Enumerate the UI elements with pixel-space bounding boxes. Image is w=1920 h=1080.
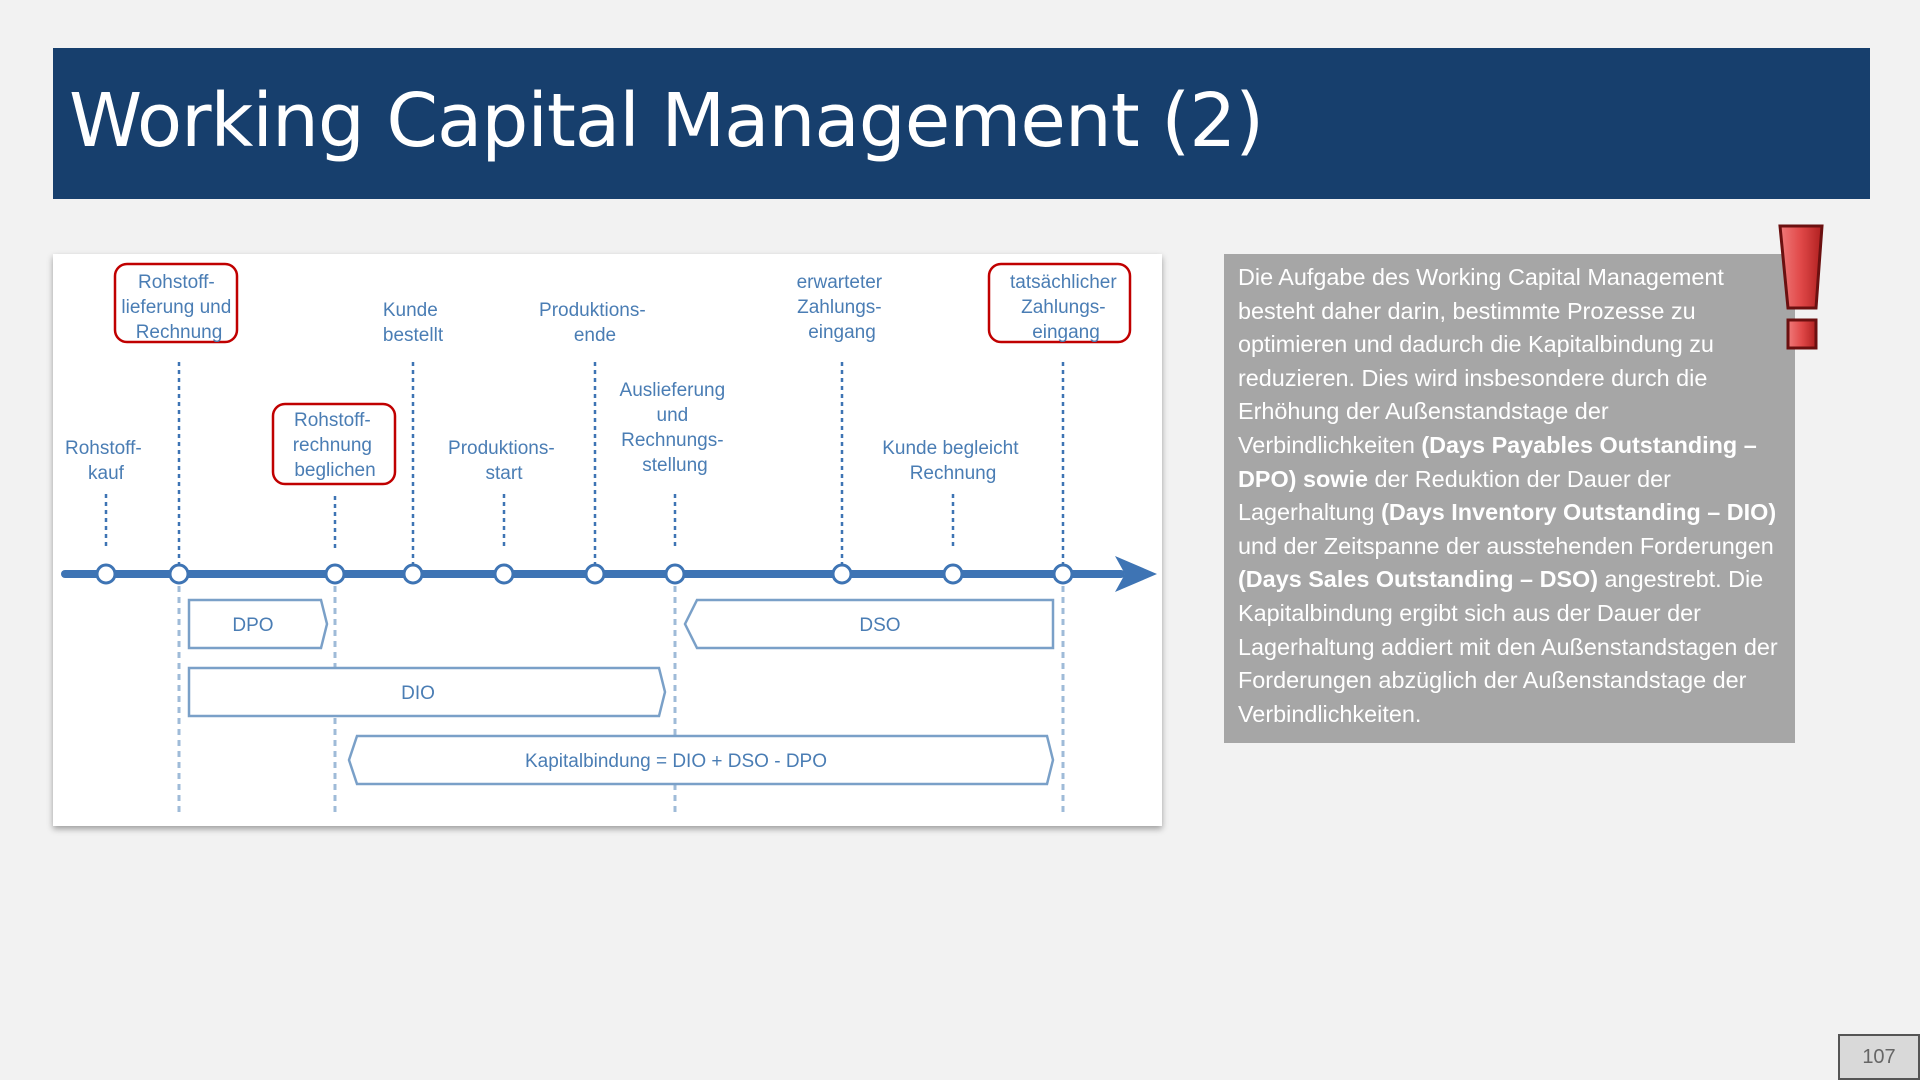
upper-connectors [177, 362, 1065, 564]
label-rohstoffrechnung-beglichen: Rohstoff- rechnung beglichen [293, 410, 378, 481]
label-rohstoffkauf: Rohstoff- kauf [65, 438, 147, 484]
info-bold-dpo: (Days Payables Outstanding – DPO) sowie [1238, 431, 1757, 492]
info-bold-dso: (Days Sales Outstanding – DSO) [1238, 566, 1599, 593]
node-rohstoffrechnung-beglichen [324, 563, 346, 585]
node-produktionsende [584, 563, 606, 585]
node-produktionsstart [493, 563, 515, 585]
highlight-rohstofflieferung [113, 262, 239, 344]
info-text-3: und der Zeitspanne der ausstehenden Ford… [1238, 532, 1774, 559]
node-erwarteter-zahlungseingang [831, 563, 853, 585]
node-kunde-bestellt [402, 563, 424, 585]
period-boxes [187, 598, 1055, 786]
node-auslieferung [664, 563, 686, 585]
info-text-2: der Reduktion der Dauer der Lagerhaltung [1238, 465, 1671, 526]
highlight-frames [113, 262, 1132, 486]
lower-connectors [104, 494, 955, 549]
exclamation-icon [1776, 222, 1828, 359]
info-text-box: Die Aufgabe des Working Capital Manageme… [1224, 254, 1795, 743]
timeline-nodes [95, 563, 1074, 585]
info-text-4: angestrebt. Die Kapitalbindung ergibt si… [1238, 566, 1778, 727]
info-bold-dio: (Days Inventory Outstanding – DIO) [1381, 499, 1777, 526]
period-box-kapitalbindung [347, 734, 1055, 786]
node-rohstoffkauf [95, 563, 117, 585]
label-rohstofflieferung: Rohstoff- lieferung und Rechnung [121, 272, 236, 343]
page-number: 107 [1838, 1034, 1920, 1080]
title-bar: Working Capital Management (2) [53, 48, 1870, 199]
label-produktionsende: Produktions- ende [539, 300, 651, 346]
period-box-dio [187, 666, 667, 718]
period-label-dpo: DPO [232, 615, 273, 636]
period-label-dio: DIO [401, 683, 435, 704]
period-box-dso [683, 598, 1055, 650]
timeline-arrow-head [1115, 556, 1157, 592]
label-kunde-begleicht: Kunde begleicht Rechnung [882, 438, 1024, 484]
label-produktionsstart: Produktions- start [448, 438, 560, 484]
timeline-svg: Rohstoff- lieferung und Rechnung Kunde b… [61, 262, 1157, 816]
cash-cycle-diagram: Rohstoff- lieferung und Rechnung Kunde b… [53, 254, 1162, 826]
period-label-kapitalbindung: Kapitalbindung = DIO + DSO - DPO [525, 751, 827, 772]
node-rohstofflieferung [168, 563, 190, 585]
info-text-1: Die Aufgabe des Working Capital Manageme… [1238, 264, 1724, 458]
node-tatsaechlicher-zahlungseingang [1052, 563, 1074, 585]
label-kunde-bestellt: Kunde bestellt [383, 300, 444, 346]
period-label-dso: DSO [859, 615, 900, 636]
period-box-dpo [187, 598, 329, 650]
page-title: Working Capital Management (2) [69, 78, 1264, 164]
label-erwarteter-zahlungseingang: erwarteter Zahlungs- eingang [797, 272, 888, 343]
label-auslieferung: Auslieferung und Rechnungs- stellung [620, 380, 731, 476]
highlight-rohstoffrechnung-beglichen [271, 402, 397, 486]
node-kunde-begleicht [942, 563, 964, 585]
label-tatsaechlicher-zahlungseingang: tatsächlicher Zahlungs- eingang [1010, 272, 1122, 343]
highlight-tatsaechlicher-zahlungseingang [987, 262, 1132, 344]
